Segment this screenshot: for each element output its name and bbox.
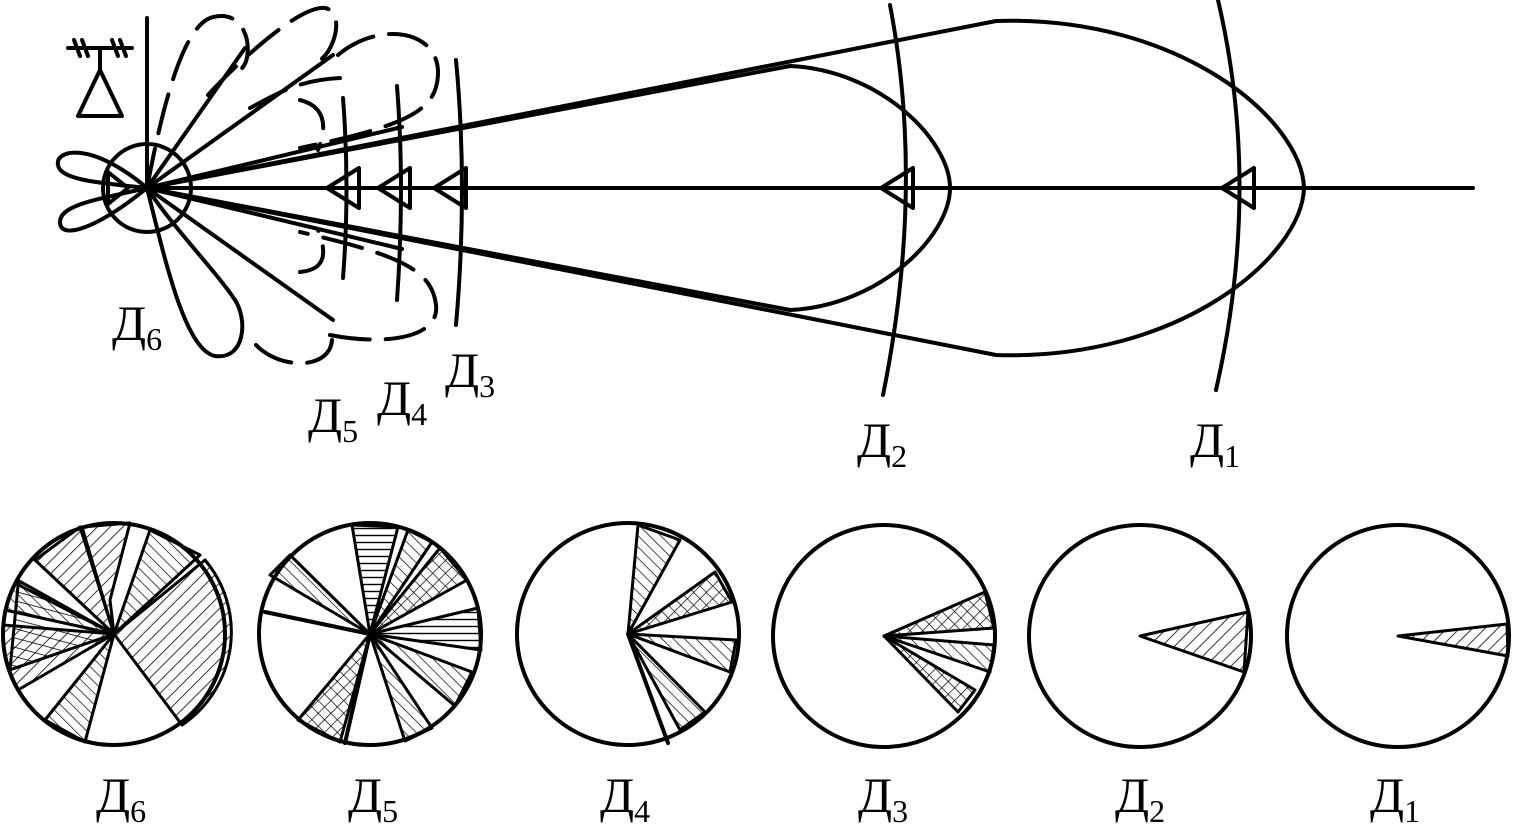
lobes-d4 [298, 32, 441, 342]
arrow-d6-icon [106, 170, 130, 206]
lobes-d3-d1 [145, 18, 1306, 358]
bottom-diagrams: Д6 Д5 Д4 Д3 Д2 Д1 [1, 521, 1511, 829]
disk-d2 [1027, 523, 1253, 749]
top-diagram: Д6 Д5 Д4 Д3 Д2 Д1 [55, 0, 1475, 474]
top-labels: Д6 Д5 Д4 Д3 Д2 Д1 [112, 295, 1240, 474]
arrow-d5-icon [325, 166, 361, 210]
disk-d5 [257, 521, 483, 747]
bottom-label-d1: Д1 [1370, 767, 1420, 829]
top-label-d5: Д5 [308, 387, 358, 449]
top-label-d3: Д3 [445, 342, 495, 404]
disk-d6-outline [1, 521, 227, 747]
top-label-d6: Д6 [112, 295, 162, 357]
bottom-label-d2: Д2 [1115, 767, 1165, 829]
disk-d2-outline [1027, 523, 1253, 749]
disk-d5-outline [257, 521, 483, 747]
disk-d3 [771, 523, 997, 749]
disk-d4-outline [515, 521, 741, 747]
detector-arcs [341, 0, 1242, 397]
top-label-d4: Д4 [377, 370, 427, 432]
bottom-label-d3: Д3 [858, 767, 908, 829]
arrow-markers [106, 166, 1256, 210]
top-label-d1: Д1 [1190, 412, 1240, 474]
disk-d6 [1, 521, 233, 747]
arrow-d1-icon [1220, 166, 1256, 210]
disk-d1 [1285, 523, 1511, 749]
lobes-d6 [55, 46, 335, 359]
antenna-icon [66, 38, 134, 118]
arrow-d2-icon [879, 166, 915, 210]
disk-d3-outline [771, 523, 997, 749]
top-label-d2: Д2 [857, 412, 907, 474]
bottom-label-d6: Д6 [96, 767, 146, 829]
bottom-label-d5: Д5 [348, 767, 398, 829]
arrow-d4-icon [376, 166, 412, 210]
bottom-labels: Д6 Д5 Д4 Д3 Д2 Д1 [96, 767, 1420, 829]
lobes-d5 [145, 5, 342, 366]
bottom-label-d4: Д4 [600, 767, 650, 829]
arrow-d3-icon [432, 166, 468, 210]
disk-d1-outline [1285, 523, 1511, 749]
disk-d4 [515, 521, 741, 747]
